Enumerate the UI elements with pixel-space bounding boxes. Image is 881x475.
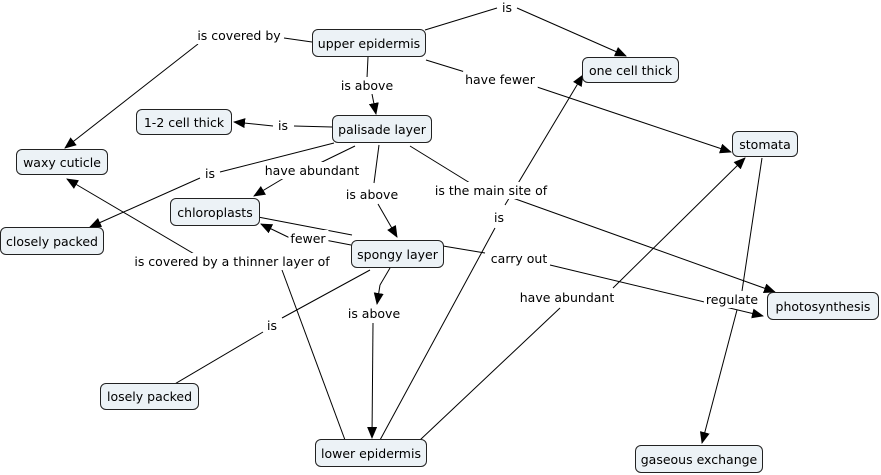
link-line-le-abundant [419,307,561,441]
link-label-ue-above: is above [341,78,394,93]
node-1-2-cell-thick[interactable]: 1-2 cell thick [136,109,232,135]
link-label-backing [338,77,396,94]
link-label-sl-fewer: fewer [290,231,326,246]
link-line-sl-is [281,269,371,319]
link-label-ue-fewer: have fewer [465,72,536,87]
link-line-pl-abundant [319,145,356,164]
node-waxy-cuticle[interactable]: waxy cuticle [16,149,108,175]
node-photosynthesis[interactable]: photosynthesis [767,292,879,320]
link-label-ue-covered: is covered by [197,28,281,43]
link-line-pl-main [409,145,471,184]
link-arrow-ue-covered [64,43,199,149]
link-arrow-sl-fewer [260,223,291,239]
node-gaseous-exchange[interactable]: gaseous exchange [635,445,763,473]
link-line-pl-closely [219,142,335,173]
link-label-st-regulate: regulate [706,292,758,307]
link-arrow-ue-fewer [533,85,732,154]
link-line-pl-above [373,144,380,184]
link-line-ue-above [366,56,369,79]
link-label-pl-above: is above [346,187,399,202]
link-line-chloro-spongy [257,216,353,236]
node-upper-epidermis[interactable]: upper epidermis [312,29,426,57]
link-line-pl-is [293,125,333,128]
link-line-le-thinner [281,269,346,441]
link-label-sl-above: is above [348,306,401,321]
link-label-pl-is: is [278,118,288,133]
link-label-pl-closely: is [205,166,215,181]
link-label-backing [195,27,284,44]
link-line-sl-fewer [324,239,352,246]
link-label-backing [262,162,362,179]
link-arrow-ue-is [516,7,627,57]
link-arrow-sl-above [373,284,384,305]
link-arrow-pl-above [377,203,398,238]
link-label-backing [203,165,217,182]
link-arrow-pl-abundant [253,177,285,197]
link-arrow-le-abundant [612,157,746,289]
node-stomata[interactable]: stomata [732,131,798,157]
link-label-backing [288,230,329,247]
node-lower-epidermis[interactable]: lower epidermis [315,439,427,467]
link-label-le-is: is [494,210,504,225]
link-arrow-pl-is [233,118,274,129]
link-label-backing [276,117,290,134]
link-label-sl-is: is [267,318,277,333]
node-chloroplasts[interactable]: chloroplasts [170,198,260,226]
link-label-backing [432,182,550,199]
link-label-backing [343,186,401,203]
link-line-sl-is-2 [172,331,264,386]
link-line-sl-above [379,267,391,286]
link-label-backing [132,253,333,270]
link-label-backing [265,317,279,334]
node-spongy-layer[interactable]: spongy layer [351,240,444,268]
link-label-backing [345,305,403,322]
link-arrow-le-thinner [66,178,197,256]
link-line-ue-covered [283,37,313,43]
link-label-le-thinner: is covered by a thinner layer of [134,254,330,269]
link-arrow-sl-above-2 [367,322,378,439]
link-label-sl-carry: carry out [491,251,548,266]
link-label-ue-is: is [502,0,512,15]
link-label-le-abundant: have abundant [520,290,615,305]
link-line-sl-carry [442,245,486,254]
link-arrow-st-regulate [699,309,738,444]
link-label-backing [517,289,617,306]
link-line-ue-fewer [425,59,466,73]
link-line-ue-is [424,7,498,31]
link-arrow-ue-above [368,93,379,115]
link-label-backing [488,250,550,267]
link-label-pl-abundant: have abundant [265,163,360,178]
node-palisade-layer[interactable]: palisade layer [332,115,432,143]
node-closely-packed[interactable]: closely packed [0,227,104,255]
link-line-st-regulate [741,157,763,292]
link-label-backing [492,209,506,226]
link-label-pl-main: is the main site of [435,183,548,198]
node-one-cell-thick[interactable]: one cell thick [582,57,679,83]
link-label-backing [463,71,538,88]
link-label-backing [500,0,514,16]
link-arrow-pl-closely [89,177,201,228]
link-arrow-pl-main [509,196,776,293]
node-losely-packed[interactable]: losely packed [100,383,199,410]
link-line-le-is [379,227,496,441]
link-label-backing [703,291,761,308]
